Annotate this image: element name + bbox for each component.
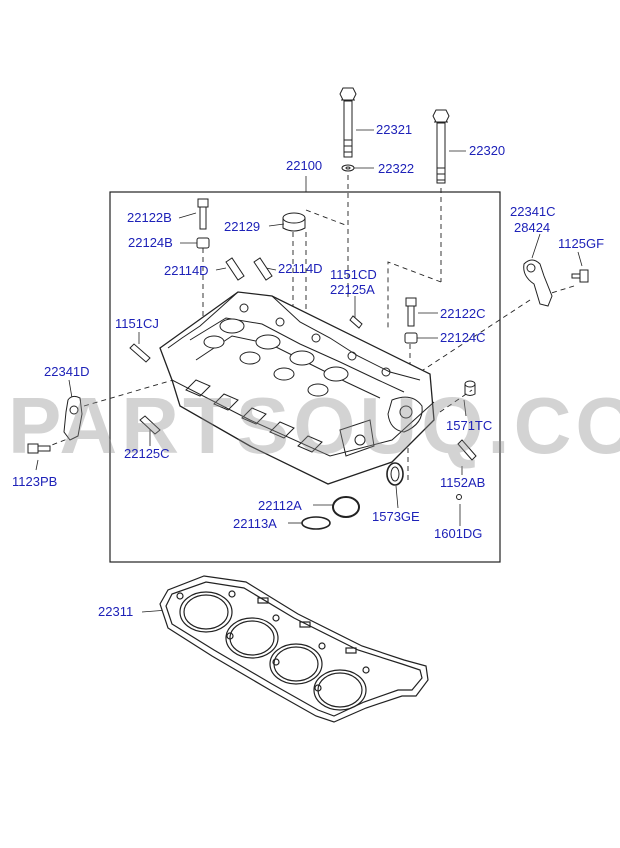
head-gasket-22311 (159, 575, 429, 723)
bracket-22341C (523, 259, 553, 307)
label-22114D-right[interactable]: 22114D (278, 261, 323, 276)
bolt-22122C (405, 297, 417, 327)
label-22122C[interactable]: 22122C (440, 306, 486, 321)
dowel-22125A (349, 315, 363, 329)
phantom-lines (43, 175, 575, 480)
label-22322[interactable]: 22322 (378, 161, 415, 176)
label-22320[interactable]: 22320 (469, 143, 506, 158)
pin-1151CJ (129, 343, 151, 363)
label-22124B[interactable]: 22124B (128, 235, 173, 250)
bolt-1125GF (571, 269, 589, 283)
assembly-frame (109, 191, 501, 563)
washer-22322 (341, 164, 355, 172)
seal-1573GE (386, 462, 404, 486)
ball-1601DG (456, 494, 462, 500)
label-22311[interactable]: 22311 (98, 604, 134, 619)
cylinder-head-body (159, 291, 435, 485)
label-22125A[interactable]: 22125A (330, 282, 375, 297)
label-1151CJ[interactable]: 1151CJ (115, 316, 159, 331)
bolt-22122B (197, 198, 209, 230)
pin-22125C (139, 415, 161, 435)
label-22124C[interactable]: 22124C (440, 330, 486, 345)
label-22114D-left[interactable]: 22114D (164, 263, 209, 278)
sleeve-22124C (404, 332, 418, 344)
seal-22112A (332, 496, 360, 518)
label-22129[interactable]: 22129 (224, 219, 261, 234)
plug-1571TC (464, 380, 476, 396)
bolt-1123PB (27, 443, 51, 454)
label-22341C[interactable]: 22341C (510, 204, 556, 219)
label-1601DG[interactable]: 1601DG (434, 526, 483, 541)
bracket-22341D (63, 395, 83, 441)
label-28424[interactable]: 28424 (514, 220, 551, 235)
label-1123PB[interactable]: 1123PB (12, 474, 58, 489)
label-1152AB[interactable]: 1152AB (440, 475, 486, 490)
pin-1152AB (457, 439, 477, 461)
label-1125GF[interactable]: 1125GF (558, 236, 605, 251)
label-1571TC[interactable]: 1571TC (446, 418, 493, 433)
label-22321[interactable]: 22321 (376, 122, 413, 137)
oring-22113A (301, 516, 331, 530)
sleeve-22124B (196, 237, 210, 249)
label-1151CD[interactable]: 1151CD (330, 267, 377, 282)
pins-22114D (225, 257, 273, 281)
plug-22129 (282, 212, 306, 232)
label-22113A[interactable]: 22113A (233, 516, 277, 531)
label-22122B[interactable]: 22122B (127, 210, 172, 225)
label-1573GE[interactable]: 1573GE (372, 509, 420, 524)
label-22125C[interactable]: 22125C (124, 446, 170, 461)
bolt-22321 (339, 87, 357, 158)
label-22100[interactable]: 22100 (286, 158, 323, 173)
bolt-22320 (432, 109, 450, 184)
label-22341D[interactable]: 22341D (44, 364, 90, 379)
label-22112A[interactable]: 22112A (258, 498, 302, 513)
